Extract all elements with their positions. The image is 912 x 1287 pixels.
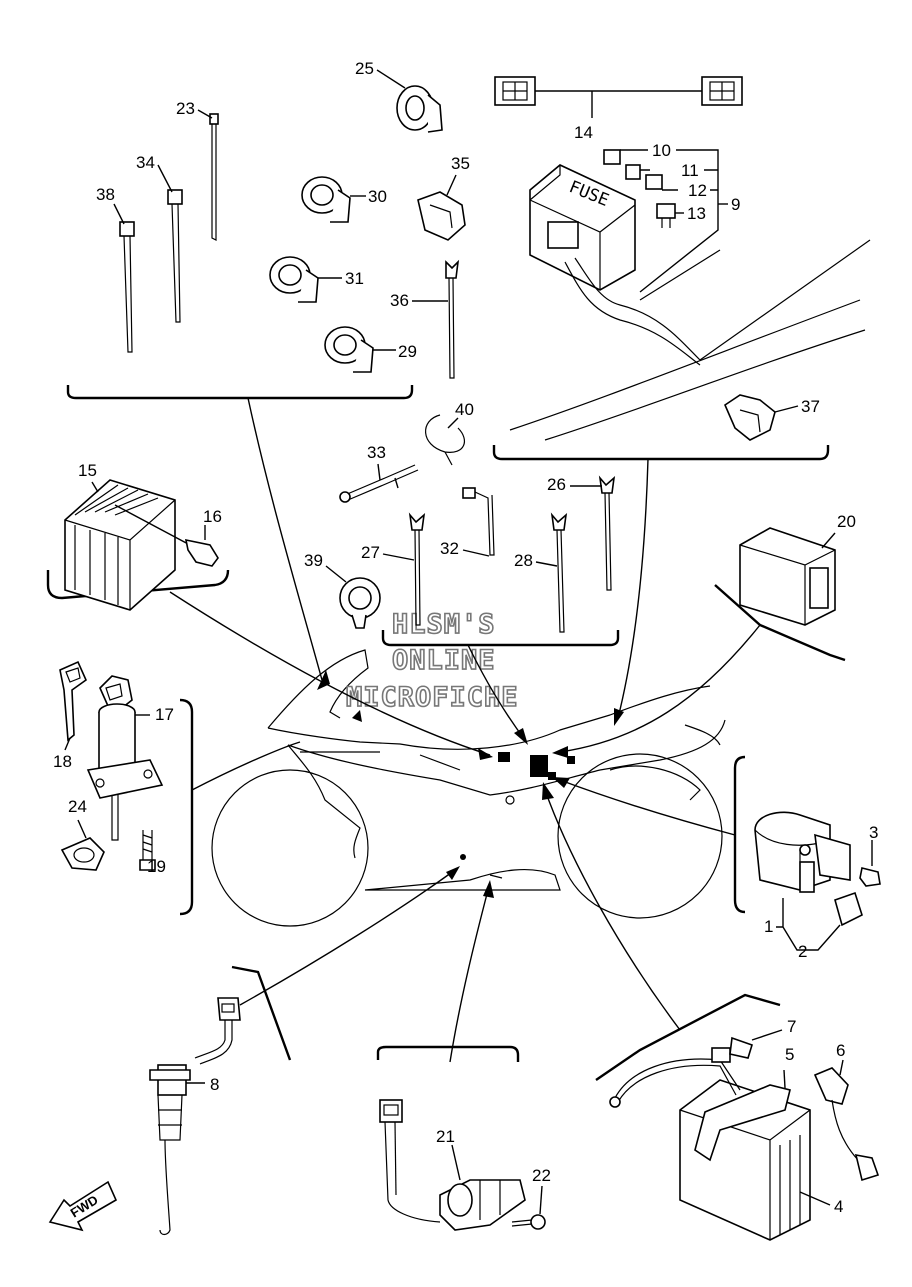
relay-20 — [739, 527, 836, 626]
label-37: 37 — [801, 397, 820, 416]
sub-lead-14 — [494, 76, 743, 118]
label-6: 6 — [836, 1041, 845, 1060]
starter-relay-bracket — [776, 898, 841, 951]
label-27: 27 — [361, 543, 380, 562]
watermark-line-2: ONLINE — [392, 645, 496, 676]
cable-tie-28 — [550, 512, 568, 633]
label-31: 31 — [345, 269, 364, 288]
rectifier-regulator-15 — [64, 479, 176, 611]
label-10: 10 — [652, 141, 671, 160]
cable-tie-26 — [598, 475, 616, 591]
label-35: 35 — [451, 154, 470, 173]
label-2: 2 — [798, 942, 807, 961]
fuse-13 — [656, 203, 676, 228]
hook-40 — [425, 414, 466, 466]
cover-2 — [834, 891, 863, 927]
screw-22 — [511, 1185, 546, 1230]
label-4: 4 — [834, 1197, 843, 1216]
label-8: 8 — [210, 1075, 219, 1094]
label-34: 34 — [136, 153, 155, 172]
label-38: 38 — [96, 185, 115, 204]
cover-24 — [60, 819, 105, 871]
label-11: 11 — [681, 161, 699, 180]
cable-tie-23 — [209, 113, 219, 241]
sidestand-switch-21 — [379, 1099, 526, 1231]
clamp-29 — [324, 326, 374, 373]
clamp-37 — [723, 394, 799, 441]
label-13: 13 — [687, 204, 706, 223]
band-32 — [462, 487, 495, 556]
part-number-labels: 25 23 34 38 30 35 31 36 29 14 10 11 12 1… — [53, 59, 878, 1216]
cable-tie-38 — [119, 221, 135, 353]
fuse-bracket-lines — [620, 149, 728, 293]
fuse-box-9: FUSE — [509, 164, 871, 441]
label-7: 7 — [787, 1017, 796, 1036]
cable-tie-27 — [408, 512, 426, 626]
watermark-line-1: HLSM'S — [392, 609, 496, 640]
label-32: 32 — [440, 539, 459, 558]
clamp-25 — [396, 85, 443, 133]
main-switch-17 — [86, 675, 164, 841]
battery-lead-6 — [813, 1059, 880, 1182]
clamp-31 — [269, 256, 319, 303]
group-brackets — [46, 385, 846, 1081]
bolt-19 — [139, 830, 156, 871]
label-20: 20 — [837, 512, 856, 531]
label-19: 19 — [147, 857, 166, 876]
cable-tie-36 — [445, 259, 460, 379]
battery-lead-7 — [609, 1029, 783, 1108]
label-30: 30 — [368, 187, 387, 206]
label-23: 23 — [176, 99, 195, 118]
label-25: 25 — [355, 59, 374, 78]
label-15: 15 — [78, 461, 97, 480]
fuse-10 — [603, 149, 621, 165]
label-22: 22 — [532, 1166, 551, 1185]
clamp-39 — [339, 577, 381, 629]
label-40: 40 — [455, 400, 474, 419]
bolt-3 — [859, 840, 881, 887]
key-18 — [59, 660, 87, 742]
label-28: 28 — [514, 551, 533, 570]
label-29: 29 — [398, 342, 417, 361]
cable-tie-34 — [167, 189, 183, 323]
bolt-16 — [114, 504, 219, 567]
fuse-11 — [625, 164, 641, 180]
label-24: 24 — [68, 797, 87, 816]
label-36: 36 — [390, 291, 409, 310]
label-26: 26 — [547, 475, 566, 494]
label-5: 5 — [785, 1045, 794, 1064]
starter-relay-1 — [754, 811, 851, 893]
battery-band-5 — [694, 1069, 791, 1162]
label-1: 1 — [764, 917, 773, 936]
watermark-line-3: MICROFICHE — [346, 682, 519, 713]
watermark: HLSM'S ONLINE MICROFICHE — [345, 608, 519, 714]
label-39: 39 — [304, 551, 323, 570]
label-21: 21 — [436, 1127, 455, 1146]
earth-lead-33 — [339, 464, 419, 503]
clip-35 — [417, 191, 466, 241]
fuse-12 — [645, 174, 663, 190]
label-3: 3 — [869, 823, 878, 842]
motorcycle-outline — [211, 649, 726, 927]
fwd-arrow: FWD — [48, 1180, 118, 1232]
label-14: 14 — [574, 123, 593, 142]
label-33: 33 — [367, 443, 386, 462]
label-16: 16 — [203, 507, 222, 526]
label-17: 17 — [155, 705, 174, 724]
label-9: 9 — [731, 195, 740, 214]
clamp-30 — [301, 176, 351, 223]
label-18: 18 — [53, 752, 72, 771]
label-12: 12 — [688, 181, 707, 200]
neutral-switch-8 — [149, 997, 241, 1236]
